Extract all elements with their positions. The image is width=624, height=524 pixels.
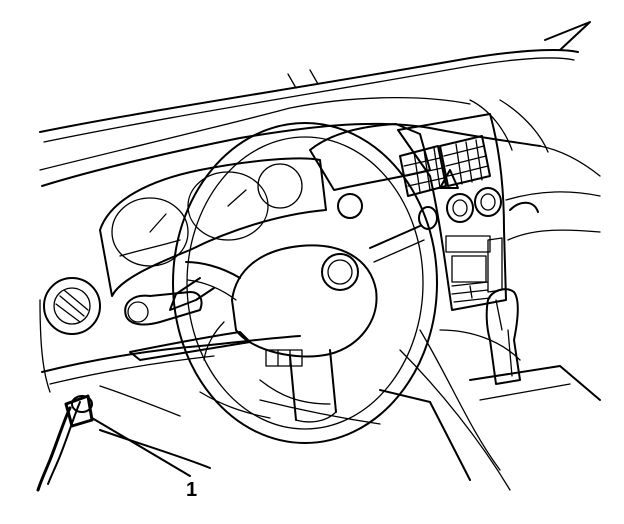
gear-shifter	[469, 288, 601, 401]
instrument-cluster	[99, 157, 327, 297]
left-air-vent	[43, 277, 101, 335]
right-console	[379, 191, 601, 491]
horn-emblem	[321, 253, 359, 291]
windshield-edge	[39, 21, 591, 171]
climate-knob-right	[474, 187, 502, 217]
fuel-gauge	[257, 163, 303, 209]
speedometer-gauge	[111, 197, 189, 267]
fan-knob	[418, 206, 438, 230]
radio-slot	[445, 235, 491, 253]
hazard-button	[439, 169, 459, 189]
callout-label-1: 1	[186, 479, 197, 501]
lower-trim	[99, 391, 381, 469]
headlamp-switch	[124, 291, 203, 326]
switch-cluster	[265, 349, 303, 367]
center-vents	[399, 135, 491, 197]
ignition-switch	[337, 193, 363, 219]
callout-leader-line	[91, 417, 191, 477]
dash-cowl	[41, 99, 601, 187]
center-upper-pad	[309, 123, 431, 219]
climate-knob-left	[446, 193, 474, 223]
data-link-connector	[36, 394, 94, 492]
radio-display	[451, 255, 487, 283]
steering-wheel	[169, 122, 438, 444]
lower-dash	[39, 299, 301, 417]
airbag-cover	[231, 244, 378, 358]
